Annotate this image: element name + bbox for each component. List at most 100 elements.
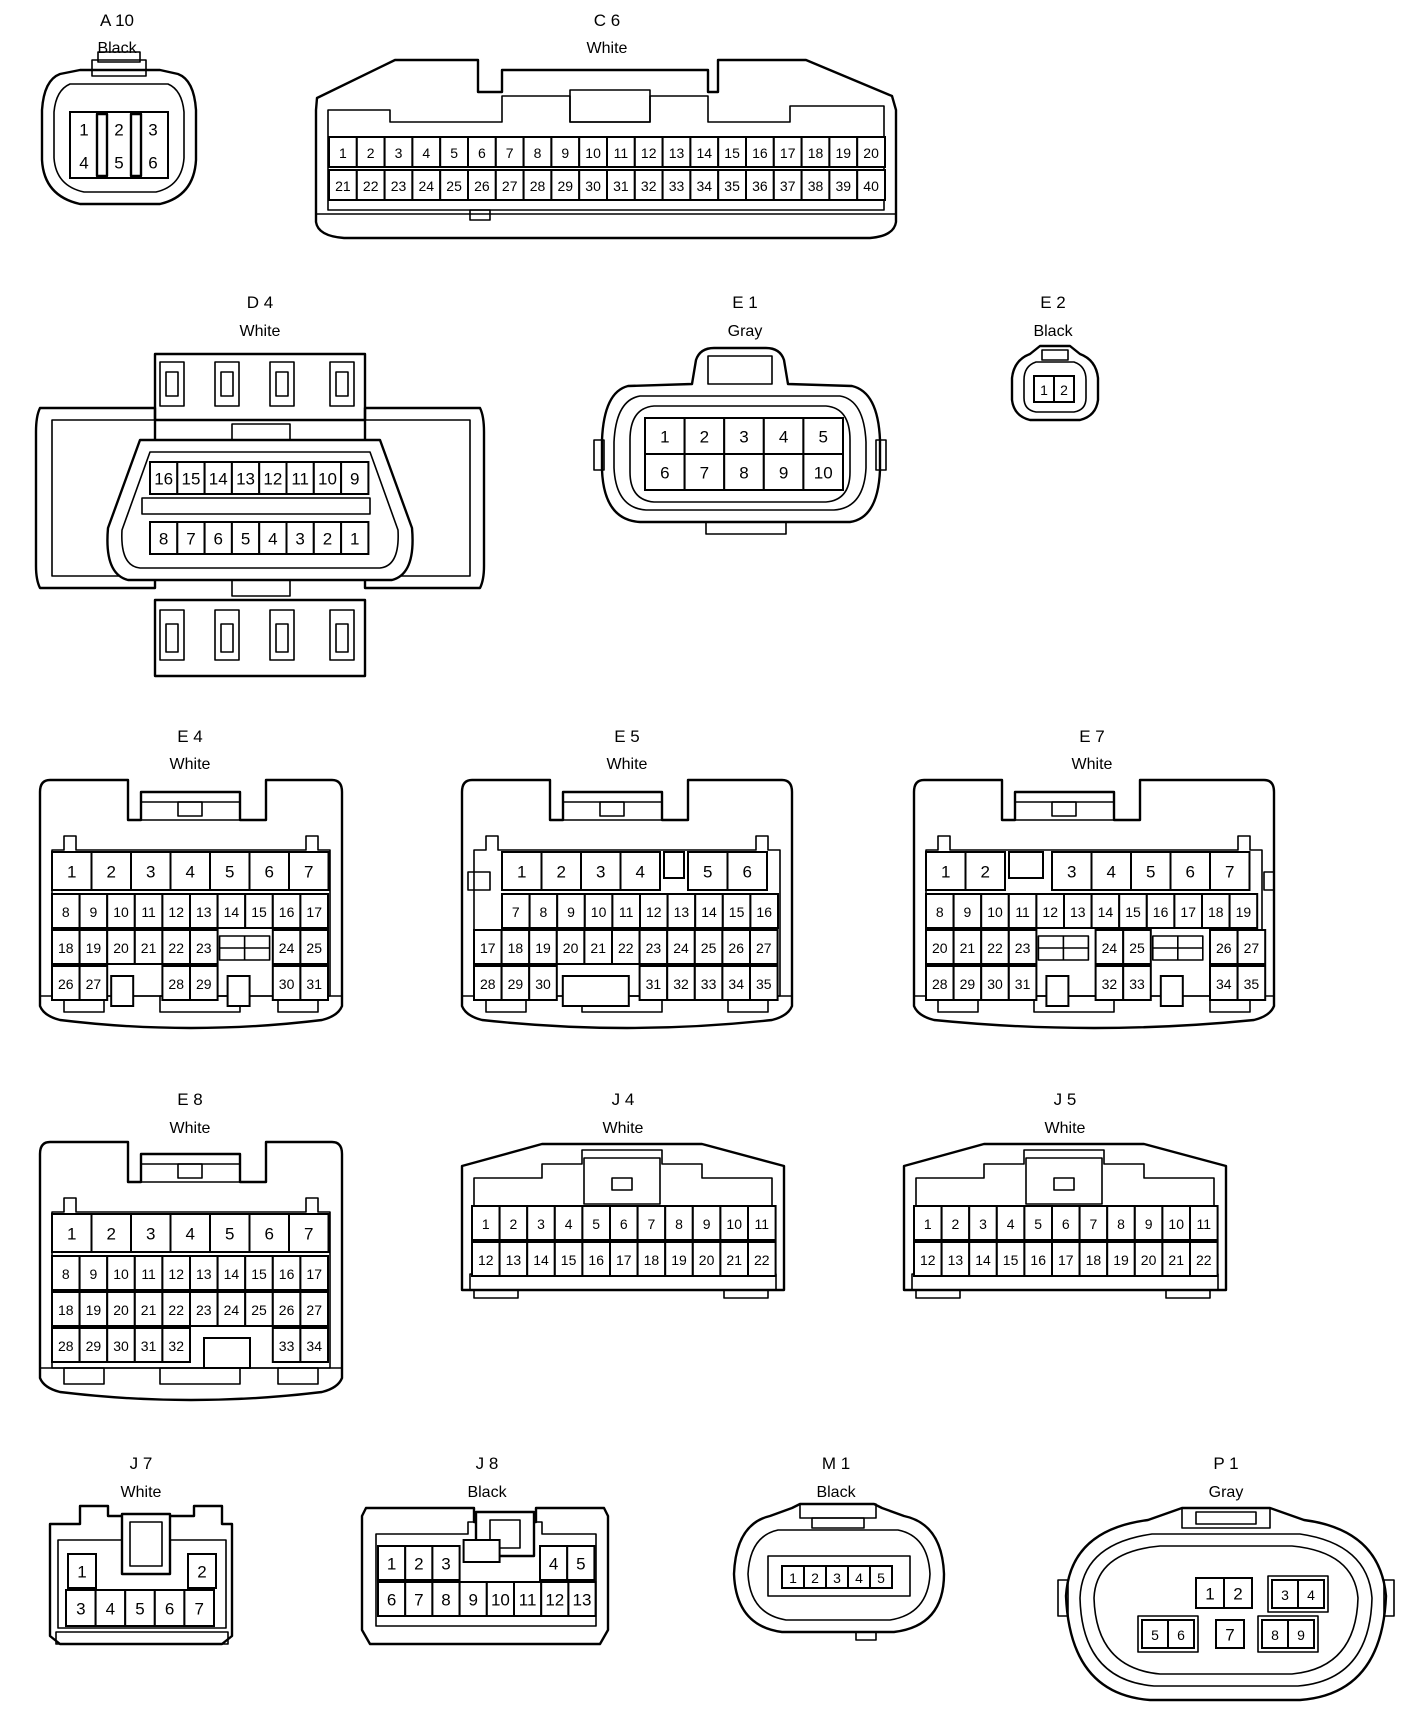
pin-e4-29: 29: [189, 965, 219, 1001]
pin-e5-22: 22: [611, 929, 641, 965]
pin-label: 11: [1015, 904, 1030, 920]
pin-d4-14: 14: [203, 461, 233, 495]
pin-e5-32: 32: [666, 965, 696, 1001]
pin-p1-2: 2: [1223, 1577, 1253, 1609]
pin-e1-7: 7: [683, 453, 726, 491]
pin-e7-14: 14: [1090, 893, 1121, 929]
pin-j7-6: 6: [153, 1589, 186, 1627]
pin-label: 11: [619, 904, 634, 920]
pin-label: 35: [756, 976, 772, 992]
pin-label: 1: [339, 145, 347, 161]
pin-e4-22: 22: [161, 929, 191, 965]
pin-label: 1: [1205, 1585, 1214, 1604]
pin-label: 1: [79, 121, 88, 140]
pin-c6-29: 29: [550, 169, 581, 201]
pin-label: 13: [196, 1266, 212, 1282]
pin-e4-12: 12: [161, 893, 191, 929]
pin-c6-27: 27: [494, 169, 525, 201]
pin-label: 3: [146, 863, 155, 882]
pin-e7-15: 15: [1118, 893, 1148, 929]
pin-label: 25: [306, 940, 322, 956]
pin-e1-10: 10: [802, 453, 845, 491]
pin-label: 6: [265, 863, 274, 882]
pin-e7-27: 27: [1236, 929, 1267, 965]
pin-c6-13: 13: [661, 136, 692, 168]
pin-e4-17: 17: [299, 893, 329, 929]
pin-label: 39: [836, 178, 852, 194]
pin-c6-12: 12: [633, 136, 664, 168]
pin-label: 31: [1015, 976, 1031, 992]
connector-color-j7: White: [121, 1484, 162, 1501]
pin-label: 17: [780, 145, 796, 161]
pin-label: 30: [585, 178, 601, 194]
pin-c6-21: 21: [328, 169, 358, 201]
pin-label: 2: [107, 1225, 116, 1244]
connector-id-e8: E 8: [177, 1090, 203, 1109]
pin-c6-39: 39: [828, 169, 859, 201]
pin-c6-10: 10: [578, 136, 609, 168]
pin-label: 6: [660, 464, 669, 483]
pin-label: 10: [726, 1216, 742, 1232]
pin-c6-1: 1: [328, 136, 358, 168]
pin-label: 9: [703, 1216, 711, 1232]
pin-label: 12: [168, 1266, 184, 1282]
pin-label: 20: [113, 1302, 129, 1318]
pin-label: 21: [1168, 1252, 1184, 1268]
pin-e5-33: 33: [693, 965, 724, 1001]
pin-e7-26: 26: [1209, 929, 1239, 965]
pin-e5-28: 28: [473, 965, 503, 1001]
pin-label: 27: [756, 940, 772, 956]
connector-id-a10: A 10: [100, 11, 134, 30]
pin-e7-11: 11: [1007, 893, 1038, 929]
pin-label: 24: [673, 940, 689, 956]
pin-label: 22: [168, 940, 184, 956]
pin-label: 2: [1060, 382, 1068, 398]
pin-label: 14: [209, 470, 228, 489]
pin-e1-3: 3: [723, 417, 765, 455]
pin-d4-7: 7: [176, 521, 206, 555]
pin-j4-4: 4: [553, 1205, 584, 1241]
pin-c6-32: 32: [633, 169, 664, 201]
pin-e4-31: 31: [299, 965, 329, 1001]
pin-label: 16: [279, 1266, 295, 1282]
pin-e7-22: 22: [980, 929, 1010, 965]
pin-e8-16: 16: [271, 1255, 302, 1291]
pin-label: 9: [964, 904, 972, 920]
pin-j4-19: 19: [664, 1241, 694, 1277]
pin-label: 18: [1086, 1252, 1102, 1268]
pin-label: 34: [728, 976, 744, 992]
pin-c6-40: 40: [856, 169, 887, 201]
pin-j4-11: 11: [747, 1205, 777, 1241]
pin-label: 9: [779, 464, 788, 483]
pin-label: 3: [295, 530, 304, 549]
pin-label: 12: [168, 904, 184, 920]
pin-label: 7: [304, 863, 313, 882]
connector-id-j5: J 5: [1054, 1090, 1077, 1109]
pin-d4-1: 1: [340, 521, 370, 555]
pin-label: 15: [251, 904, 267, 920]
pin-label: 30: [987, 976, 1003, 992]
pin-label: 16: [1153, 904, 1169, 920]
pin-e5-29: 29: [500, 965, 531, 1001]
pin-p1-3: 3: [1271, 1579, 1299, 1609]
pin-label: 17: [616, 1252, 632, 1268]
pin-e8-32: 32: [161, 1327, 191, 1363]
pin-label: 8: [62, 1266, 70, 1282]
pin-label: 25: [701, 940, 717, 956]
pin-label: 5: [576, 1555, 585, 1574]
pin-e5-14: 14: [694, 893, 724, 929]
pin-label: 14: [533, 1252, 549, 1268]
pin-label: 22: [363, 178, 379, 194]
pin-d4-2: 2: [312, 521, 343, 555]
pin-j8-12: 12: [540, 1581, 570, 1617]
pin-label: 29: [196, 976, 212, 992]
pin-label: 11: [141, 904, 156, 920]
pin-c6-24: 24: [411, 169, 442, 201]
pin-label: 24: [279, 940, 295, 956]
pin-j4-21: 21: [719, 1241, 750, 1277]
pin-j4-5: 5: [581, 1205, 612, 1241]
pin-label: 4: [636, 863, 645, 882]
pin-label: 28: [932, 976, 948, 992]
